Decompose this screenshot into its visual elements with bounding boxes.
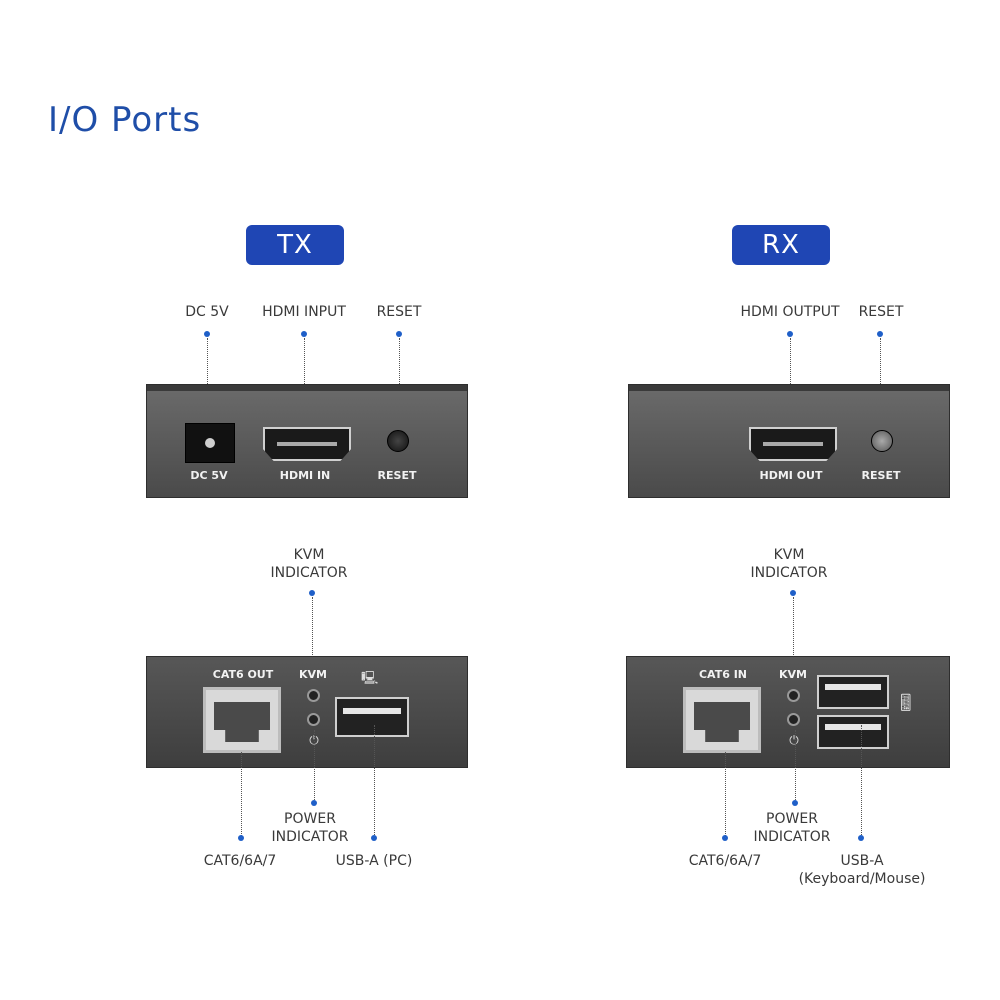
tx-power-callout-line1: POWER — [284, 811, 336, 827]
rx-front-panel: HDMI OUT RESET — [628, 384, 950, 498]
tx-hdmi-callout: HDMI INPUT — [262, 304, 346, 320]
tx-power-led — [307, 713, 320, 726]
tx-kvm-callout-dot — [309, 590, 315, 596]
tx-reset-panel-label: RESET — [377, 469, 417, 482]
rx-power-callout-dot — [792, 800, 798, 806]
rx-reset-button[interactable] — [871, 430, 893, 452]
keyboard-mouse-icon: ⌨ — [896, 693, 912, 712]
rx-kvm-callout-line2: INDICATOR — [750, 565, 828, 581]
tx-hdmi-panel-label: HDMI IN — [279, 469, 331, 482]
hdmi-output-port[interactable] — [749, 427, 837, 461]
rx-usb-a-port-bottom[interactable] — [817, 715, 889, 749]
rx-cat-leader — [725, 752, 726, 836]
rx-hdmi-callout-dot — [787, 331, 793, 337]
tx-reset-callout: RESET — [376, 304, 422, 320]
tx-usb-callout-dot — [371, 835, 377, 841]
rx-power-callout-line1: POWER — [766, 811, 818, 827]
rx-usb-leader — [861, 725, 862, 835]
tx-rear-panel: CAT6 OUT KVM ⏻ 🖳 — [146, 656, 468, 768]
rx-cat-callout-dot — [722, 835, 728, 841]
rx-kvm-led — [787, 689, 800, 702]
tx-badge: TX — [246, 225, 344, 265]
rx-kvm-panel-label: KVM — [779, 668, 807, 681]
pc-icon: 🖳 — [361, 671, 379, 686]
rx-power-callout-line2: INDICATOR — [753, 829, 831, 845]
rx-usb-callout-line2: (Keyboard/Mouse) — [798, 871, 926, 887]
rx-hdmi-panel-label: HDMI OUT — [759, 469, 823, 482]
dc-power-jack[interactable] — [185, 423, 235, 463]
rx-kvm-leader — [793, 597, 794, 689]
tx-cat-callout-dot — [238, 835, 244, 841]
tx-dc-panel-label: DC 5V — [190, 469, 228, 482]
tx-cat-callout: CAT6/6A/7 — [203, 853, 277, 869]
rx-reset-panel-label: RESET — [861, 469, 901, 482]
rx-power-leader — [795, 730, 796, 800]
rx-reset-callout: RESET — [858, 304, 904, 320]
hdmi-input-port[interactable] — [263, 427, 351, 461]
tx-cat-panel-label: CAT6 OUT — [212, 668, 274, 681]
tx-power-callout-line2: INDICATOR — [271, 829, 349, 845]
rx-power-led — [787, 713, 800, 726]
tx-kvm-callout-line2: INDICATOR — [270, 565, 348, 581]
tx-reset-button[interactable] — [387, 430, 409, 452]
tx-kvm-led — [307, 689, 320, 702]
rx-kvm-callout-line1: KVM — [773, 547, 805, 563]
tx-reset-callout-dot — [396, 331, 402, 337]
rx-usb-a-port-top[interactable] — [817, 675, 889, 709]
tx-power-callout-dot — [311, 800, 317, 806]
tx-cat6-out-port[interactable] — [203, 687, 281, 753]
tx-usb-a-port[interactable] — [335, 697, 409, 737]
tx-kvm-panel-label: KVM — [299, 668, 327, 681]
rx-usb-callout-line1: USB-A — [840, 853, 884, 869]
tx-usb-leader — [374, 725, 375, 835]
rx-reset-callout-dot — [877, 331, 883, 337]
page-title: I/O Ports — [48, 100, 202, 140]
tx-kvm-leader — [312, 597, 313, 689]
rx-badge: RX — [732, 225, 830, 265]
rx-cat-panel-label: CAT6 IN — [698, 668, 748, 681]
tx-kvm-callout-line1: KVM — [293, 547, 325, 563]
tx-cat-leader — [241, 752, 242, 836]
rx-cat6-in-port[interactable] — [683, 687, 761, 753]
tx-hdmi-callout-dot — [301, 331, 307, 337]
rx-kvm-callout-dot — [790, 590, 796, 596]
tx-power-leader — [314, 730, 315, 800]
tx-dc-callout: DC 5V — [185, 304, 229, 320]
rx-usb-callout-dot — [858, 835, 864, 841]
rx-rear-panel: CAT6 IN KVM ⏻ ⌨ — [626, 656, 950, 768]
rx-hdmi-callout: HDMI OUTPUT — [740, 304, 840, 320]
power-icon: ⏻ — [789, 733, 799, 747]
tx-dc-callout-dot — [204, 331, 210, 337]
tx-usb-callout: USB-A (PC) — [335, 853, 413, 869]
rx-cat-callout: CAT6/6A/7 — [688, 853, 762, 869]
tx-front-panel: DC 5V HDMI IN RESET — [146, 384, 468, 498]
